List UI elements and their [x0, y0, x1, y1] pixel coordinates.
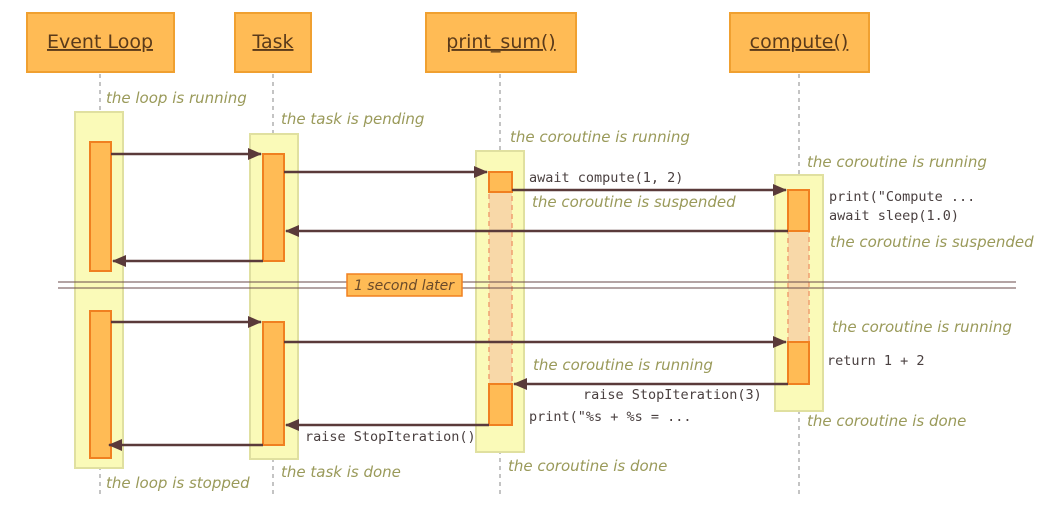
msg-await-compute: await compute(1, 2) [529, 170, 683, 186]
note-print-sum-suspended: the coroutine is suspended [532, 193, 736, 211]
note-compute-suspended: the coroutine is suspended [830, 233, 1034, 251]
note-task-pending: the task is pending [281, 110, 424, 128]
participant-compute-label: compute() [750, 31, 849, 53]
time-divider: 1 second later [58, 273, 1016, 297]
activation-print-sum-2 [488, 383, 513, 426]
activation-compute-1 [787, 189, 810, 232]
activation-compute-2 [787, 341, 810, 385]
activation-task-1 [262, 153, 285, 262]
activation-print-sum-1 [488, 171, 513, 193]
activation-event-loop-1 [89, 141, 112, 272]
participant-compute: compute() [729, 12, 870, 73]
activation-bars [89, 141, 810, 459]
note-loop-running: the loop is running [106, 89, 247, 107]
note-task-done: the task is done [281, 463, 401, 481]
divider-label: 1 second later [354, 278, 455, 294]
participant-event-loop-label: Event Loop [47, 31, 153, 53]
suspended-compute [787, 230, 810, 343]
msg-print-result: print("%s + %s = ... [529, 409, 692, 425]
participant-event-loop: Event Loop [26, 12, 175, 73]
note-print-sum-running-2: the coroutine is running [533, 356, 713, 374]
participant-print-sum-label: print_sum() [446, 31, 555, 53]
msg-raise-stop: raise StopIteration() [305, 429, 476, 445]
note-compute-running-1: the coroutine is running [807, 153, 987, 171]
note-print-sum-done: the coroutine is done [508, 457, 667, 475]
msg-print-compute: print("Compute ... [829, 189, 975, 205]
msg-raise-stop-3: raise StopIteration(3) [583, 387, 762, 403]
arrows [108, 148, 788, 451]
participant-task-label: Task [251, 31, 293, 53]
note-compute-running-2: the coroutine is running [832, 318, 1012, 336]
participant-task: Task [234, 12, 312, 73]
msg-await-sleep: await sleep(1.0) [829, 208, 959, 224]
note-print-sum-running-1: the coroutine is running [510, 128, 690, 146]
note-loop-stopped: the loop is stopped [106, 474, 250, 492]
note-compute-done: the coroutine is done [807, 412, 966, 430]
activation-event-loop-2 [89, 310, 112, 459]
participant-print-sum: print_sum() [425, 12, 577, 73]
msg-return-sum: return 1 + 2 [827, 353, 925, 369]
activation-task-2 [262, 321, 285, 446]
